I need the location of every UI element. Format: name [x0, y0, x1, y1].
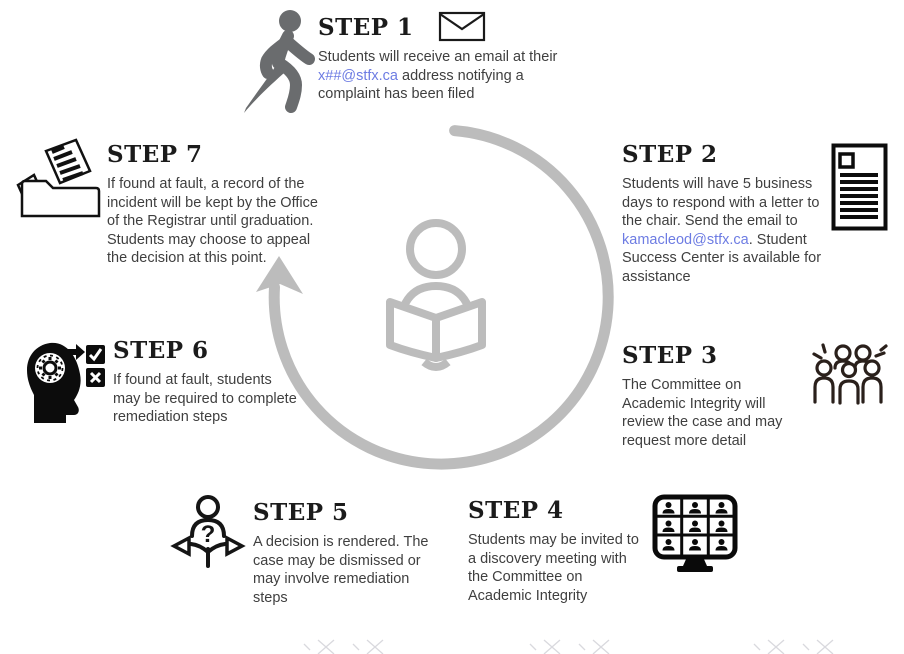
text-segment: Students will have 5 business days to re…: [622, 176, 820, 230]
folder-records-icon: [16, 138, 101, 218]
step-5-body: A decision is rendered. The case may be …: [253, 533, 434, 607]
person-reading-icon: [386, 219, 486, 371]
envelope-icon: [438, 11, 486, 42]
x-flourish-marks: [753, 639, 834, 654]
text-segment: address notifying a complaint has been f…: [318, 67, 524, 103]
email-link[interactable]: kamacleod@stfx.ca: [622, 231, 749, 248]
step-3: STEP 3 The Committee on Academic Integri…: [622, 342, 805, 450]
step-1-body: Students will receive an email at their …: [318, 48, 566, 104]
video-meeting-monitor-icon: [652, 494, 738, 572]
step-7-body: If found at fault, a record of the incid…: [107, 175, 321, 268]
step-2-body: Students will have 5 business days to re…: [622, 175, 839, 286]
step-4: STEP 4 Students may be invited to a disc…: [468, 497, 645, 605]
step-3-body: The Committee on Academic Integrity will…: [622, 376, 805, 450]
decision-person-arrows-icon: ?: [170, 495, 246, 568]
committee-people-icon: [812, 343, 888, 405]
head-gear-checklist-icon: [27, 342, 105, 423]
step-1: STEP 1 Students will receive an email at…: [318, 14, 566, 104]
text-segment: Students may be invited to a discovery m…: [468, 532, 639, 604]
x-flourish-marks: [303, 639, 384, 654]
step-6-body: If found at fault, students may be requi…: [113, 371, 300, 427]
step-4-title: STEP 4: [468, 497, 564, 524]
text-segment: The Committee on Academic Integrity will…: [622, 377, 783, 449]
step-6-title: STEP 6: [113, 337, 209, 364]
text-segment: If found at fault, students may be requi…: [113, 372, 297, 426]
text-segment: Students will receive an email at their: [318, 49, 558, 65]
x-flourish-marks: [529, 639, 610, 654]
step-1-title: STEP 1: [318, 14, 414, 41]
step-2: STEP 2 Students will have 5 business day…: [622, 141, 839, 286]
email-link[interactable]: x##@stfx.ca: [318, 67, 398, 84]
svg-text:?: ?: [201, 521, 216, 548]
text-segment: . Student Success Center is available fo…: [622, 231, 822, 285]
step-7: STEP 7 If found at fault, a record of th…: [107, 141, 321, 268]
step-5-title: STEP 5: [253, 499, 349, 526]
step-5: STEP 5 A decision is rendered. The case …: [253, 499, 434, 607]
step-3-title: STEP 3: [622, 342, 718, 369]
arrow-right-icon: [64, 344, 85, 360]
step-6: STEP 6 If found at fault, students may b…: [113, 337, 300, 427]
step-2-title: STEP 2: [622, 141, 718, 168]
running-person-icon: [244, 10, 315, 113]
text-segment: A decision is rendered. The case may be …: [253, 534, 429, 606]
step-7-title: STEP 7: [107, 141, 203, 168]
letter-document-icon: [831, 143, 888, 231]
step-4-body: Students may be invited to a discovery m…: [468, 531, 645, 605]
circular-arrow: [256, 125, 614, 470]
text-segment: If found at fault, a record of the incid…: [107, 176, 318, 267]
